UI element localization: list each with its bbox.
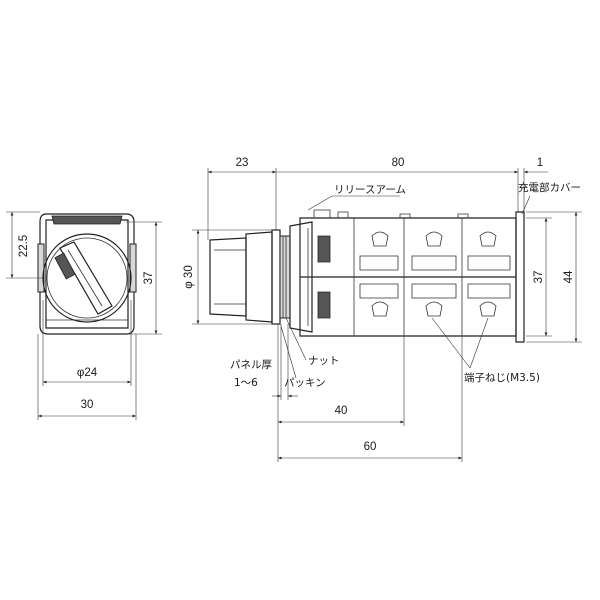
- dim-60: 60: [278, 336, 463, 462]
- dim-1: 1: [523, 157, 548, 212]
- dim-phi30: φ 30: [183, 229, 272, 325]
- selector-lever: [59, 241, 113, 315]
- leader-release-arm: リリースアーム: [307, 184, 406, 211]
- label-live-cover: 充電部カバー: [518, 181, 581, 194]
- selector-indicator: [54, 252, 76, 280]
- dim-60-label: 60: [364, 441, 377, 453]
- leader-panel: パネル厚 1～6: [230, 324, 298, 400]
- side-view: 23 80 1 φ 30 37: [183, 157, 582, 462]
- leader-live-cover: 充電部カバー: [518, 181, 581, 215]
- dim-30-front-label: 30: [81, 399, 94, 411]
- label-panel-thickness: パネル厚: [230, 359, 272, 371]
- dim-37-side: 37: [526, 217, 552, 337]
- side-collar: [271, 229, 281, 325]
- dim-40: 40: [277, 324, 405, 462]
- front-bezel-top: [51, 215, 123, 225]
- selector-lever-groove: [67, 249, 103, 307]
- dim-23: 23: [207, 157, 277, 240]
- leader-packing: パッキン: [280, 325, 326, 389]
- dim-44-label: 44: [563, 270, 575, 283]
- leader-nut: ナット: [285, 317, 340, 367]
- dim-phi24-label: φ24: [77, 367, 98, 379]
- label-packing: パッキン: [284, 377, 326, 389]
- contact-blocks: [299, 209, 517, 337]
- dim-phi24: φ24: [42, 300, 132, 386]
- dim-40-label: 40: [335, 405, 348, 417]
- dim-37-side-label: 37: [533, 271, 545, 284]
- dim-80-label: 80: [392, 157, 405, 169]
- dim-22-5: 22.5: [6, 211, 44, 279]
- label-panel-range: 1～6: [234, 377, 258, 389]
- dim-37-front: 37: [126, 221, 162, 335]
- side-adaptor: [289, 221, 313, 333]
- dim-80: 80: [276, 157, 519, 212]
- front-view: 22.5 37 φ24 30: [6, 211, 162, 420]
- leader-terminal-screw: 端子ねじ(M3.5): [431, 317, 540, 384]
- side-nut-ribs: [279, 235, 291, 319]
- dim-30-front: 30: [37, 334, 137, 420]
- front-housing: [39, 213, 135, 335]
- dim-1-label: 1: [537, 157, 543, 169]
- dim-phi30-label: φ 30: [183, 265, 195, 288]
- dim-22-5-label: 22.5: [18, 235, 30, 257]
- knob-outer-ring: [42, 233, 132, 323]
- dim-23-label: 23: [236, 157, 249, 169]
- dim-37-front-label: 37: [143, 272, 155, 285]
- dim-44: 44: [526, 211, 582, 343]
- live-part-cover: [515, 211, 525, 343]
- label-release-arm: リリースアーム: [334, 184, 406, 196]
- label-terminal-screw: 端子ねじ(M3.5): [464, 371, 540, 384]
- knob-inner-ring: [46, 237, 128, 319]
- side-knob-step: [245, 231, 273, 323]
- label-nut: ナット: [308, 355, 340, 367]
